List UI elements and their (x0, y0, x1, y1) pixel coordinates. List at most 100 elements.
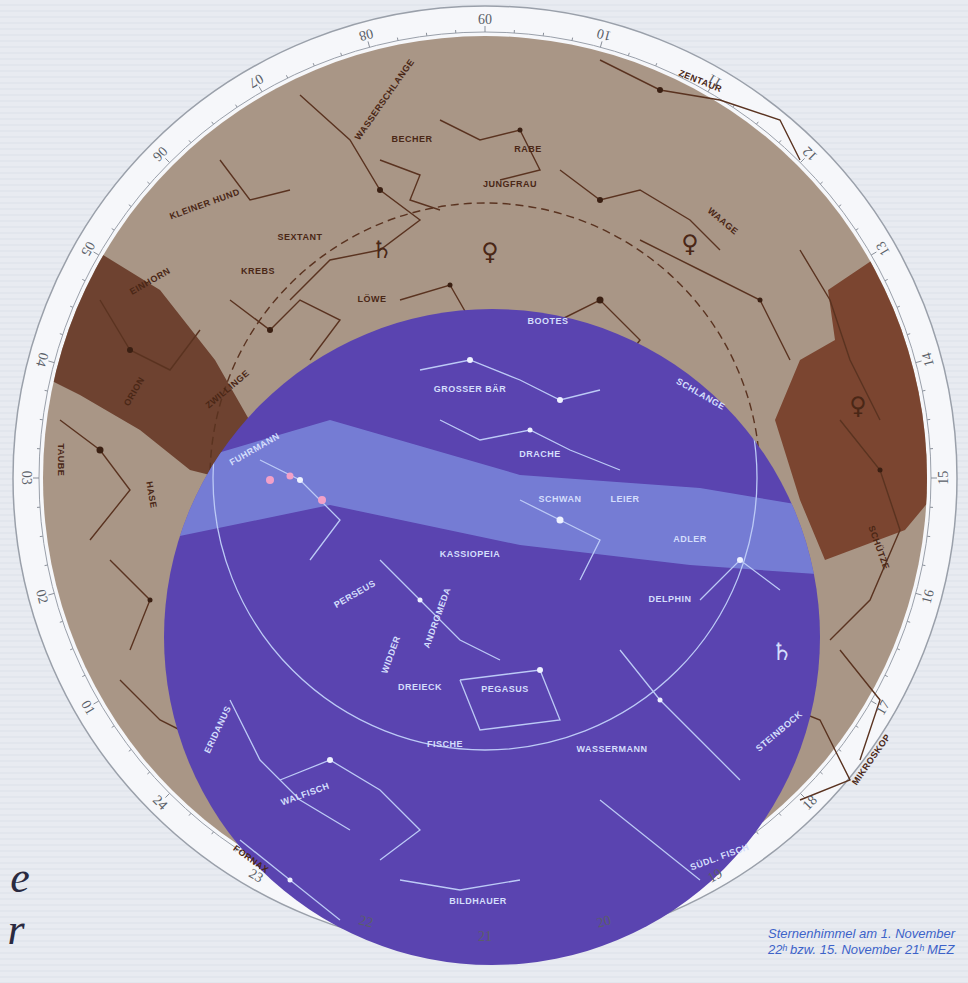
tick-mark (839, 750, 841, 752)
tick-mark (930, 507, 933, 508)
planet-symbol: ♀ (681, 231, 699, 257)
tick-mark (70, 649, 73, 650)
constellation-name: ZWILLINGE (204, 369, 252, 411)
tick-mark (147, 772, 149, 774)
tick-mark (397, 38, 399, 41)
hour-number: 22 (357, 912, 375, 930)
constellation-name: ANDROMEDA (422, 586, 453, 650)
tick-mark (368, 41, 370, 47)
tick-mark (340, 53, 342, 56)
hour-number: 10 (595, 25, 613, 43)
tick-mark (147, 182, 149, 184)
constellation-name: KREBS (241, 267, 275, 277)
constellation-name: DRACHE (519, 450, 561, 460)
planet-symbol: ♄ (771, 639, 793, 665)
constellation-name: PEGASUS (481, 685, 529, 695)
tick-mark (931, 478, 937, 479)
constellation-name: SCHÜTZE (865, 525, 890, 572)
constellation-name: WALFISCH (279, 782, 330, 809)
constellation-name: DREIECK (398, 683, 442, 693)
tick-mark (885, 675, 888, 676)
constellation-name: FUHRMANN (228, 432, 281, 469)
tick-mark (856, 229, 859, 231)
planet-symbol: ♀ (849, 393, 867, 419)
tick-mark (70, 306, 73, 307)
hour-number: 09 (478, 11, 492, 26)
hour-number: 03 (18, 471, 33, 485)
tick-mark (514, 30, 515, 33)
hour-number: 12 (799, 143, 820, 164)
constellation-name: WIDDER (381, 635, 404, 676)
tick-mark (112, 229, 115, 231)
constellation-name: SÜDL. FISCH (689, 843, 751, 874)
handwritten-note: r (7, 906, 24, 954)
tick-mark (129, 750, 131, 752)
hour-number: 13 (872, 239, 892, 259)
constellation-name: LÖWE (358, 295, 387, 305)
hour-number: 06 (150, 143, 171, 164)
constellation-name: GROSSER BÄR (434, 385, 507, 395)
tick-mark (112, 726, 115, 728)
constellation-name: BILDHAUER (449, 897, 507, 907)
hour-number: 20 (595, 912, 613, 930)
hour-number: 19 (705, 865, 725, 885)
constellation-name: ADLER (673, 535, 707, 545)
tick-mark (922, 565, 925, 567)
hour-number: 02 (32, 588, 50, 606)
tick-mark (922, 390, 925, 392)
hour-number: 07 (246, 70, 266, 90)
tick-mark (628, 53, 630, 56)
hour-number: 05 (77, 239, 97, 259)
chart-caption: Sternenhimmel am 1. November 22ʰ bzw. 15… (768, 926, 964, 957)
tick-mark (572, 38, 574, 41)
tick-mark (212, 122, 214, 124)
visible-sky-disc (164, 309, 820, 965)
tick-mark (45, 390, 48, 392)
hour-number: 04 (32, 350, 50, 368)
tick-mark (779, 813, 781, 815)
constellation-name: ERIDANUS (203, 705, 234, 755)
tick-mark (856, 726, 859, 728)
planet-symbol: ♄ (371, 237, 393, 263)
tick-mark (37, 507, 40, 508)
tick-mark (656, 63, 657, 66)
tick-mark (236, 105, 238, 108)
constellation-name: LEIER (611, 495, 640, 505)
tick-mark (543, 33, 544, 36)
tick-mark (820, 182, 822, 184)
tick-mark (40, 419, 43, 420)
hour-number: 15 (936, 471, 951, 485)
tick-mark (212, 832, 214, 834)
handwritten-note: e (10, 854, 30, 902)
tick-mark (485, 26, 486, 32)
constellation-name: SCHWAN (539, 495, 582, 505)
constellation-name: MIKROSKOP (851, 733, 894, 788)
constellation-name: EINHORN (128, 267, 172, 298)
hour-number: 01 (77, 698, 97, 718)
tick-mark (897, 649, 900, 650)
tick-mark (757, 832, 759, 834)
planet-symbol: ♀ (481, 239, 499, 265)
tick-mark (45, 565, 48, 567)
tick-mark (885, 279, 888, 280)
tick-mark (82, 675, 85, 676)
tick-mark (455, 30, 456, 33)
tick-mark (189, 813, 191, 815)
constellation-name: SCHLANGE (674, 377, 726, 413)
tick-mark (40, 536, 43, 537)
hour-number: 08 (357, 25, 375, 43)
tick-mark (779, 140, 781, 142)
tick-mark (60, 621, 63, 623)
constellation-name: PERSEUS (332, 579, 377, 611)
tick-mark (839, 205, 841, 207)
constellation-name: RABE (514, 145, 542, 155)
tick-mark (189, 140, 191, 142)
milky-way-visible (160, 206, 830, 920)
constellation-name: WASSERSCHLANGE (353, 58, 416, 143)
tick-mark (33, 478, 39, 479)
constellation-name: HASE (143, 481, 157, 509)
tick-mark (129, 205, 131, 207)
hour-number: 24 (150, 792, 171, 813)
